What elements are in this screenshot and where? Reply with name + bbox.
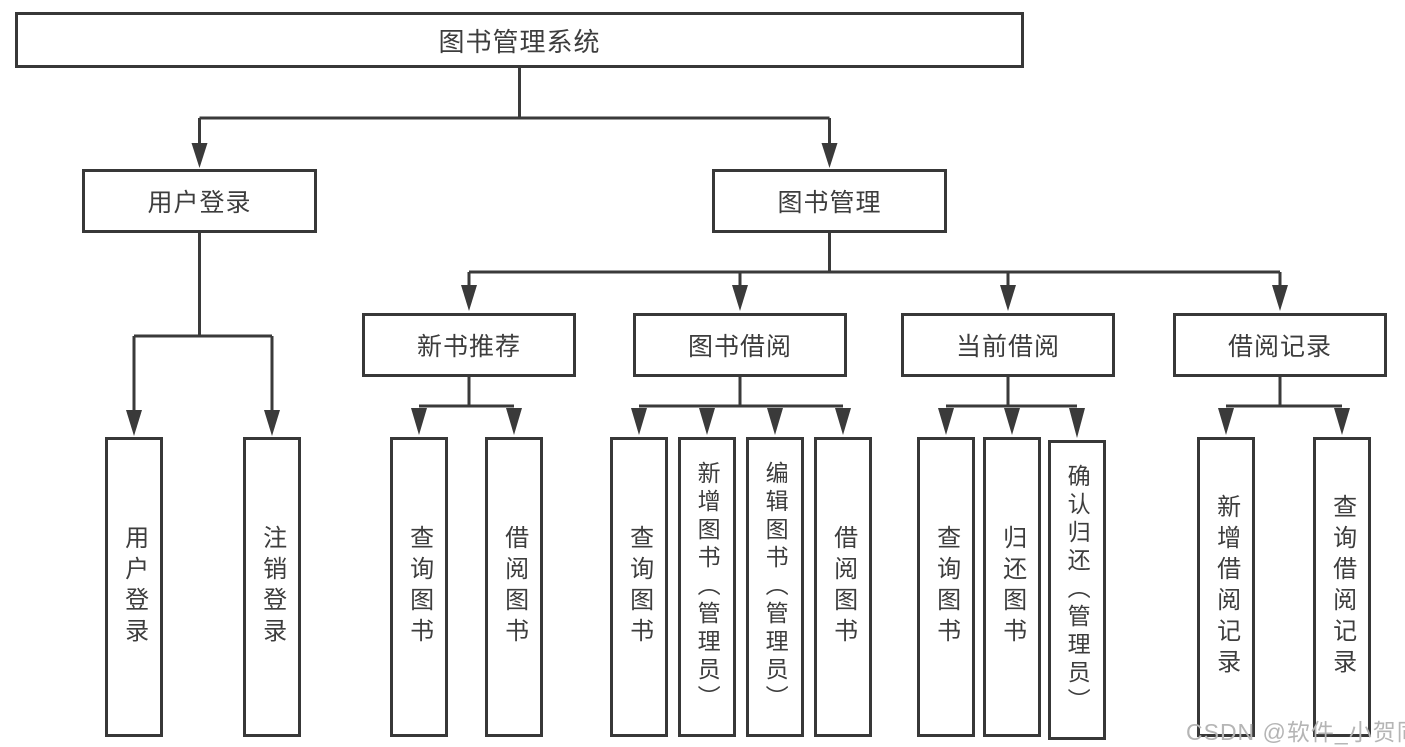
watermark: CSDN @软件_小贺同学 — [1186, 719, 1405, 745]
leaf-label: 借阅图书 — [500, 525, 528, 649]
node-borrowing-records: 借阅记录 — [1173, 313, 1387, 377]
node-book-borrowing: 图书借阅 — [633, 313, 847, 377]
leaf-add-book-admin: 新增图书（管理员） — [678, 437, 736, 737]
leaf-label: 查询借阅记录 — [1328, 494, 1356, 680]
leaf-label: 编辑图书（管理员） — [762, 461, 789, 713]
node-label: 图书管理系统 — [438, 26, 601, 57]
leaf-label: 查询图书 — [625, 525, 653, 649]
leaf-query-book-borrowing: 查询图书 — [610, 437, 668, 737]
leaf-label: 借阅图书 — [829, 525, 857, 649]
leaf-label: 确认归还（管理员） — [1064, 464, 1091, 716]
node-new-book-recommendation: 新书推荐 — [362, 313, 576, 377]
leaf-borrow-book: 借阅图书 — [814, 437, 872, 737]
leaf-borrow-book-recommend: 借阅图书 — [485, 437, 543, 737]
leaf-label: 用户登录 — [120, 525, 148, 649]
leaf-logout: 注销登录 — [243, 437, 301, 737]
leaf-label: 新增借阅记录 — [1212, 494, 1240, 680]
leaf-query-book-current: 查询图书 — [917, 437, 975, 737]
node-label: 当前借阅 — [955, 333, 1060, 361]
leaf-label: 归还图书 — [998, 525, 1026, 649]
leaf-label: 注销登录 — [258, 525, 286, 649]
node-label: 图书管理 — [777, 189, 882, 217]
node-current-borrowing: 当前借阅 — [901, 313, 1115, 377]
node-library-management-system: 图书管理系统 — [15, 12, 1024, 68]
node-book-management: 图书管理 — [712, 169, 947, 233]
leaf-confirm-return-admin: 确认归还（管理员） — [1048, 440, 1106, 740]
node-label: 借阅记录 — [1227, 333, 1332, 361]
node-user-login: 用户登录 — [82, 169, 317, 233]
node-label: 图书借阅 — [687, 333, 792, 361]
leaf-query-book-recommend: 查询图书 — [390, 437, 448, 737]
leaf-edit-book-admin: 编辑图书（管理员） — [746, 437, 804, 737]
node-label: 新书推荐 — [416, 333, 521, 361]
leaf-query-borrow-record: 查询借阅记录 — [1313, 437, 1371, 737]
leaf-label: 新增图书（管理员） — [694, 461, 721, 713]
leaf-return-book: 归还图书 — [983, 437, 1041, 737]
leaf-label: 查询图书 — [932, 525, 960, 649]
leaf-user-login: 用户登录 — [105, 437, 163, 737]
node-label: 用户登录 — [147, 189, 252, 217]
leaf-label: 查询图书 — [405, 525, 433, 649]
leaf-add-borrow-record: 新增借阅记录 — [1197, 437, 1255, 737]
